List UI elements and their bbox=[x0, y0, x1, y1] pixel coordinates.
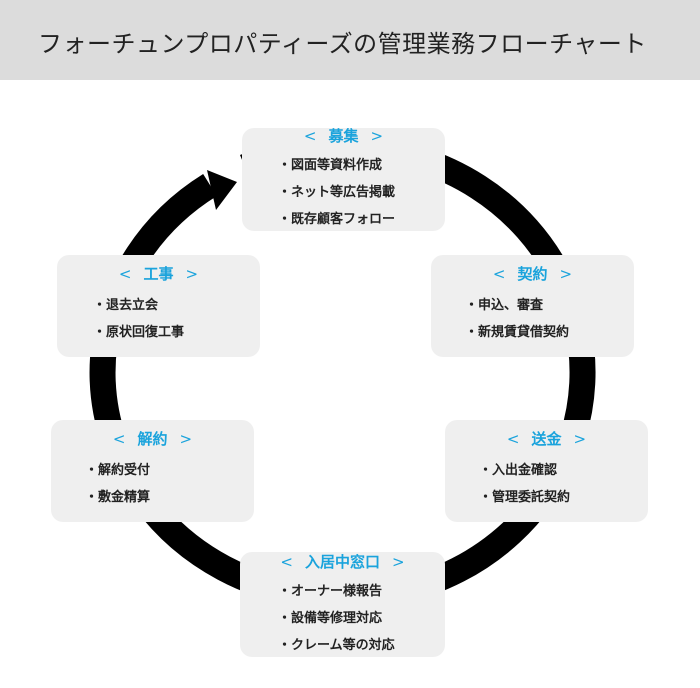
step-title-cancellation: <解約> bbox=[112, 430, 193, 448]
step-item: 退去立会 bbox=[93, 294, 158, 313]
step-title-text: 契約 bbox=[517, 265, 548, 283]
step-item: 原状回復工事 bbox=[93, 321, 184, 340]
cycle-arc bbox=[89, 134, 596, 611]
page-title: フォーチュンプロパティーズの管理業務フローチャート bbox=[38, 30, 647, 58]
step-item: クレーム等の対応 bbox=[278, 634, 395, 653]
step-item: オーナー様報告 bbox=[278, 580, 382, 599]
step-title-contract: <契約> bbox=[492, 265, 573, 283]
cycle-arrowhead bbox=[207, 170, 237, 210]
step-box-contract: <契約> 申込、審査 新規賃貸借契約 bbox=[431, 255, 634, 357]
step-title-recruitment: <募集> bbox=[303, 127, 384, 145]
step-item: 設備等修理対応 bbox=[278, 607, 382, 626]
step-item: 管理委託契約 bbox=[479, 486, 570, 505]
step-title-remittance: <送金> bbox=[506, 430, 587, 448]
step-item: 新規賃貸借契約 bbox=[465, 321, 569, 340]
step-title-text: 送金 bbox=[531, 430, 562, 448]
step-box-construction: <工事> 退去立会 原状回復工事 bbox=[57, 255, 260, 357]
step-item: 図面等資料作成 bbox=[278, 154, 382, 173]
step-title-text: 募集 bbox=[328, 127, 359, 145]
step-item: ネット等広告掲載 bbox=[278, 181, 395, 200]
step-item: 入出金確認 bbox=[479, 459, 557, 478]
step-box-recruitment: <募集> 図面等資料作成 ネット等広告掲載 既存顧客フォロー bbox=[242, 127, 445, 231]
step-title-text: 工事 bbox=[143, 265, 174, 283]
title-bar: フォーチュンプロパティーズの管理業務フローチャート bbox=[0, 0, 700, 80]
step-item: 申込、審査 bbox=[465, 294, 543, 313]
step-title-tenancy-contact: <入居中窓口> bbox=[280, 553, 405, 571]
step-title-text: 入居中窓口 bbox=[304, 553, 380, 571]
step-box-tenancy-contact: <入居中窓口> オーナー様報告 設備等修理対応 クレーム等の対応 bbox=[240, 552, 445, 657]
step-box-cancellation: <解約> 解約受付 敷金精算 bbox=[51, 420, 254, 522]
step-item: 既存顧客フォロー bbox=[278, 208, 395, 227]
step-item: 解約受付 bbox=[85, 459, 150, 478]
step-box-remittance: <送金> 入出金確認 管理委託契約 bbox=[445, 420, 648, 522]
step-title-construction: <工事> bbox=[118, 265, 199, 283]
step-title-text: 解約 bbox=[137, 430, 168, 448]
step-item: 敷金精算 bbox=[85, 486, 150, 505]
